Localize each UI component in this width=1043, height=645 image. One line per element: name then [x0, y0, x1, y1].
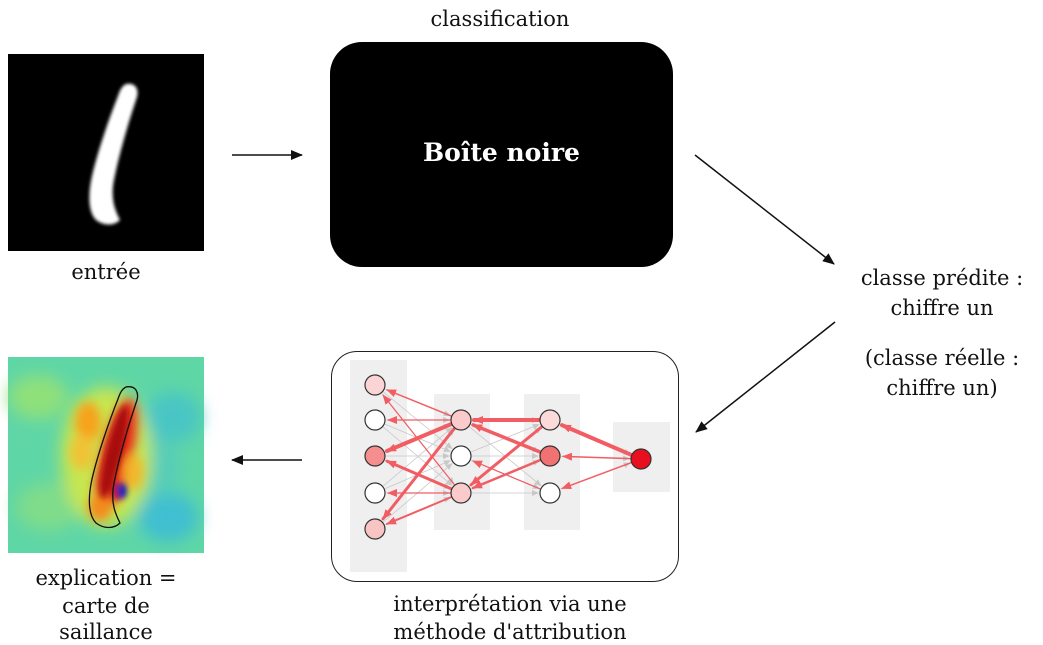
relevance-connection: [472, 460, 541, 490]
attribution-caption-line2: méthode d'attribution: [393, 620, 627, 644]
neuron-layer3-node2: [539, 445, 561, 467]
relevance-connection: [561, 452, 631, 461]
relevance-connection: [471, 458, 542, 490]
input-digit-image: [8, 54, 204, 251]
actual-class-line2: chiffre un): [886, 376, 998, 400]
neuron-layer1-node5: [364, 518, 386, 540]
classification-title: classification: [430, 7, 570, 31]
neuron-layer3-node3: [539, 482, 561, 504]
neuron-layer1-node1: [364, 374, 386, 396]
input-caption: entrée: [71, 260, 141, 284]
predicted-class-line2: chiffre un: [890, 296, 994, 320]
classifier-to-prediction-arrow: [694, 154, 835, 265]
neuron-layer2-node1: [450, 409, 472, 431]
relevance-connection: [469, 425, 543, 487]
neuron-layer2-node2: [450, 445, 472, 467]
weak-connection: [383, 427, 453, 487]
attribution-network-panel: [331, 351, 679, 582]
digit-one-stroke: [89, 83, 138, 225]
explanation-caption-line3: saillance: [59, 620, 153, 644]
relevance-connection: [559, 423, 633, 457]
actual-class-line1: (classe réelle :: [864, 346, 1020, 370]
neuron-layer1-node4: [364, 482, 386, 504]
relevance-connection: [385, 496, 452, 525]
relevance-connection: [385, 459, 453, 491]
predicted-class-line1: classe prédite :: [860, 266, 1024, 290]
black-box-classifier: Boîte noire: [330, 42, 673, 267]
attribution-caption-line1: interprétation via une: [393, 592, 627, 616]
digit-contour: [88, 386, 139, 529]
neuron-layer2-node3: [450, 482, 472, 504]
neuron-layer4-node1: [630, 448, 652, 470]
neuron-layer1-node3: [364, 445, 386, 467]
explanation-caption-line2: carte de: [62, 594, 150, 618]
saliency-map-image: [8, 357, 204, 553]
explanation-caption-line1: explication =: [35, 566, 177, 590]
relevance-connection: [471, 423, 542, 454]
relevance-connection: [386, 389, 452, 417]
neuron-layer3-node1: [539, 409, 561, 431]
relevance-connection: [561, 462, 632, 490]
neural-network-diagram: [350, 360, 670, 572]
saliency-heatmap: [8, 357, 204, 553]
relevance-connection: [382, 394, 455, 485]
neuron-layer1-node2: [364, 409, 386, 431]
prediction-to-attribution-arrow: [695, 321, 836, 433]
relevance-connection: [384, 422, 453, 453]
black-box-label: Boîte noire: [423, 138, 580, 167]
